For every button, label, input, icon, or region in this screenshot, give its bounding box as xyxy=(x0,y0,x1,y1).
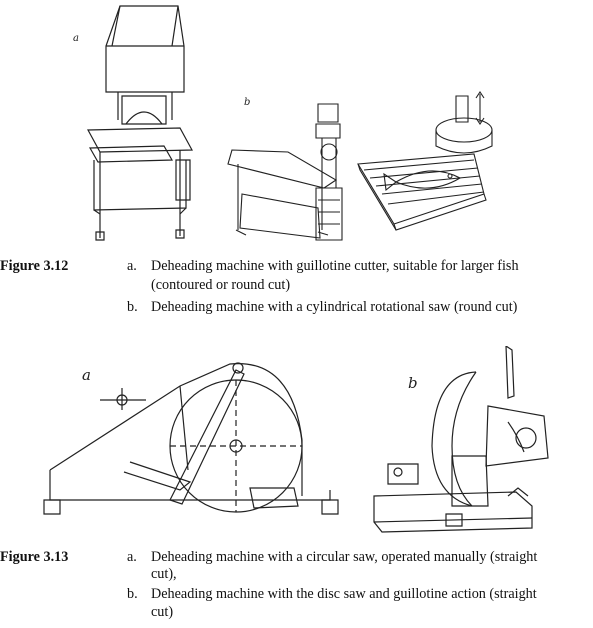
item-b-letter: b. xyxy=(127,586,138,602)
item-a-text-continued: cut), xyxy=(151,566,177,582)
figure-3-13-caption: Figure 3.13 a. Deheading machine with a … xyxy=(0,549,593,628)
panel-a-letter: a xyxy=(82,366,91,384)
item-a-letter: a. xyxy=(127,258,137,274)
item-a-letter: a. xyxy=(127,549,137,565)
item-b-text-continued: cut) xyxy=(151,604,174,620)
item-a-text-continued: (contoured or round cut) xyxy=(151,277,291,293)
item-b-letter: b. xyxy=(127,299,138,315)
guillotine-deheading-machine-icon xyxy=(60,0,210,245)
figure-3-13-label: Figure 3.13 xyxy=(0,549,69,565)
rotational-saw-machine-icon xyxy=(218,90,593,250)
panel-b-letter: b xyxy=(244,97,251,108)
item-a-text: Deheading machine with a circular saw, o… xyxy=(151,549,538,565)
panel-a-letter: a xyxy=(73,33,79,44)
figure-3-12-caption: Figure 3.12 a. Deheading machine with gu… xyxy=(0,258,593,340)
item-b-text: Deheading machine with a cylindrical rot… xyxy=(151,299,518,315)
figure-3-12-label: Figure 3.12 xyxy=(0,258,69,274)
item-a-text: Deheading machine with guillotine cutter… xyxy=(151,258,519,274)
disc-saw-guillotine-icon xyxy=(368,346,568,546)
panel-b-letter: b xyxy=(408,374,418,392)
circular-saw-machine-icon xyxy=(30,350,350,540)
item-b-text: Deheading machine with the disc saw and … xyxy=(151,586,537,602)
